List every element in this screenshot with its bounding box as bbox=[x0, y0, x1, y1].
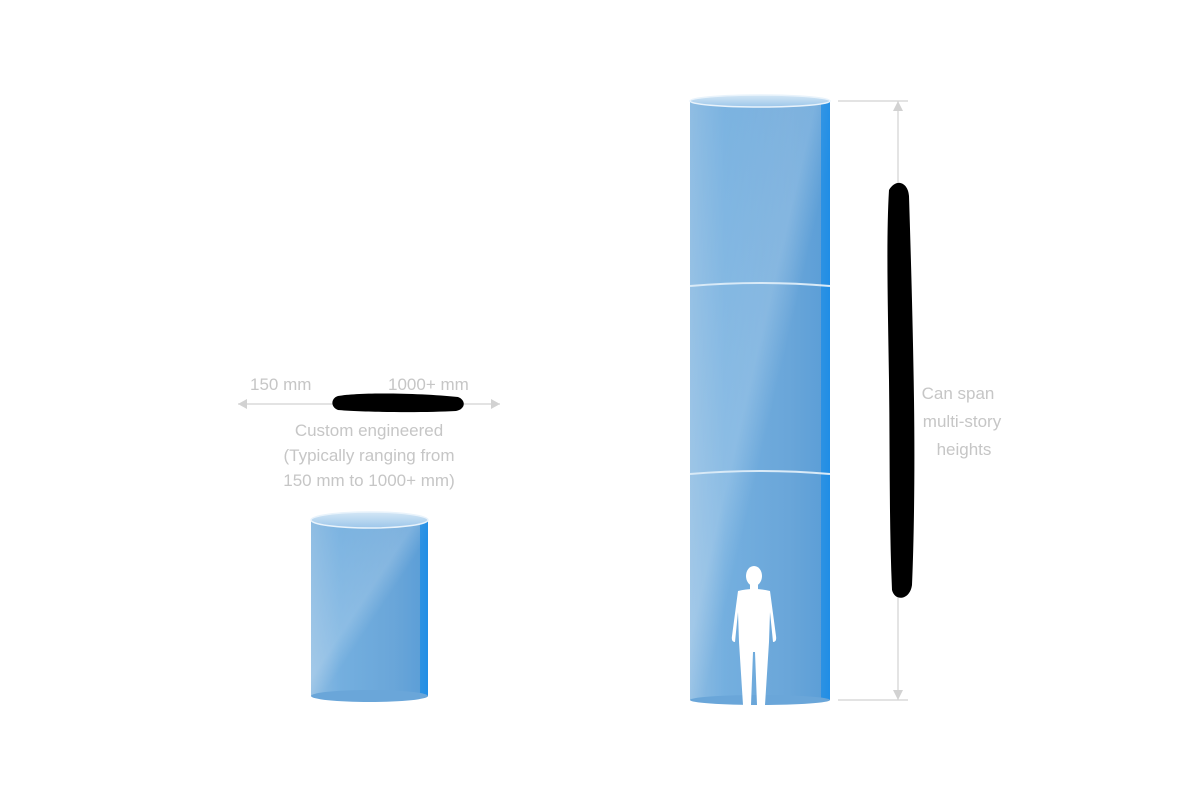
small-cylinder-edge bbox=[420, 520, 428, 696]
small-cylinder-sheen bbox=[311, 520, 428, 696]
diameter-dimension: 150 mm 1000+ mm Custom engineered (Typic… bbox=[238, 375, 500, 490]
tall-cylinder-edge bbox=[821, 101, 830, 700]
height-caption-line-3: heights bbox=[937, 440, 992, 459]
person-silhouette-icon bbox=[731, 566, 777, 705]
diameter-caption-line-2: (Typically ranging from bbox=[283, 446, 454, 465]
redaction-mark-height bbox=[887, 182, 915, 598]
redaction-mark-diameter bbox=[332, 393, 464, 413]
tall-cylinder-joint-1 bbox=[689, 282, 831, 287]
small-cylinder bbox=[310, 511, 429, 702]
height-caption-line-1: Can span bbox=[922, 384, 995, 403]
tall-cylinder bbox=[689, 94, 831, 705]
diameter-caption-line-3: 150 mm to 1000+ mm) bbox=[283, 471, 455, 490]
small-cylinder-top bbox=[310, 511, 429, 529]
height-arrow-bottom bbox=[893, 690, 903, 700]
tall-cylinder-joint-2 bbox=[689, 470, 831, 475]
diameter-caption-line-1: Custom engineered bbox=[295, 421, 443, 440]
tall-cylinder-top bbox=[689, 94, 831, 108]
diameter-arrow-right bbox=[491, 399, 500, 409]
height-arrow-top bbox=[893, 101, 903, 111]
height-dimension: Can span multi-story heights bbox=[838, 100, 1002, 701]
diameter-arrow-left bbox=[238, 399, 247, 409]
diameter-max-label: 1000+ mm bbox=[388, 375, 469, 394]
diameter-min-label: 150 mm bbox=[250, 375, 311, 394]
small-cylinder-base bbox=[311, 690, 428, 702]
height-caption-line-2: multi-story bbox=[923, 412, 1002, 431]
